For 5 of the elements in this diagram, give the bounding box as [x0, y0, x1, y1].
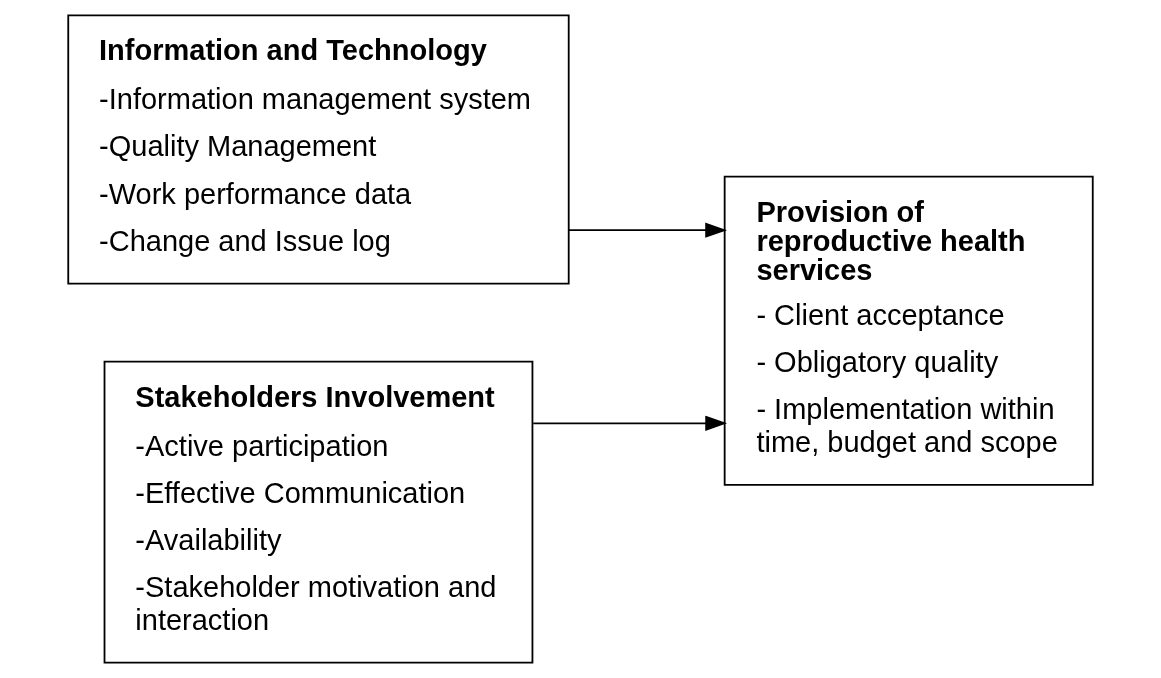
node-box: Stakeholders Involvement -Active participation -Effective Communication -Availability -Stakeholder motivation and interaction	[103, 360, 534, 664]
arrow	[532, 415, 728, 431]
node-box: Information and Technology -Information management system -Quality Management -Work performance data -Change and Issue log	[67, 14, 570, 285]
arrow	[567, 222, 727, 238]
node-box: Provision of reproductive health services - Client acceptance - Obligatory quality - Implementation within time, budget and scope	[723, 175, 1094, 486]
